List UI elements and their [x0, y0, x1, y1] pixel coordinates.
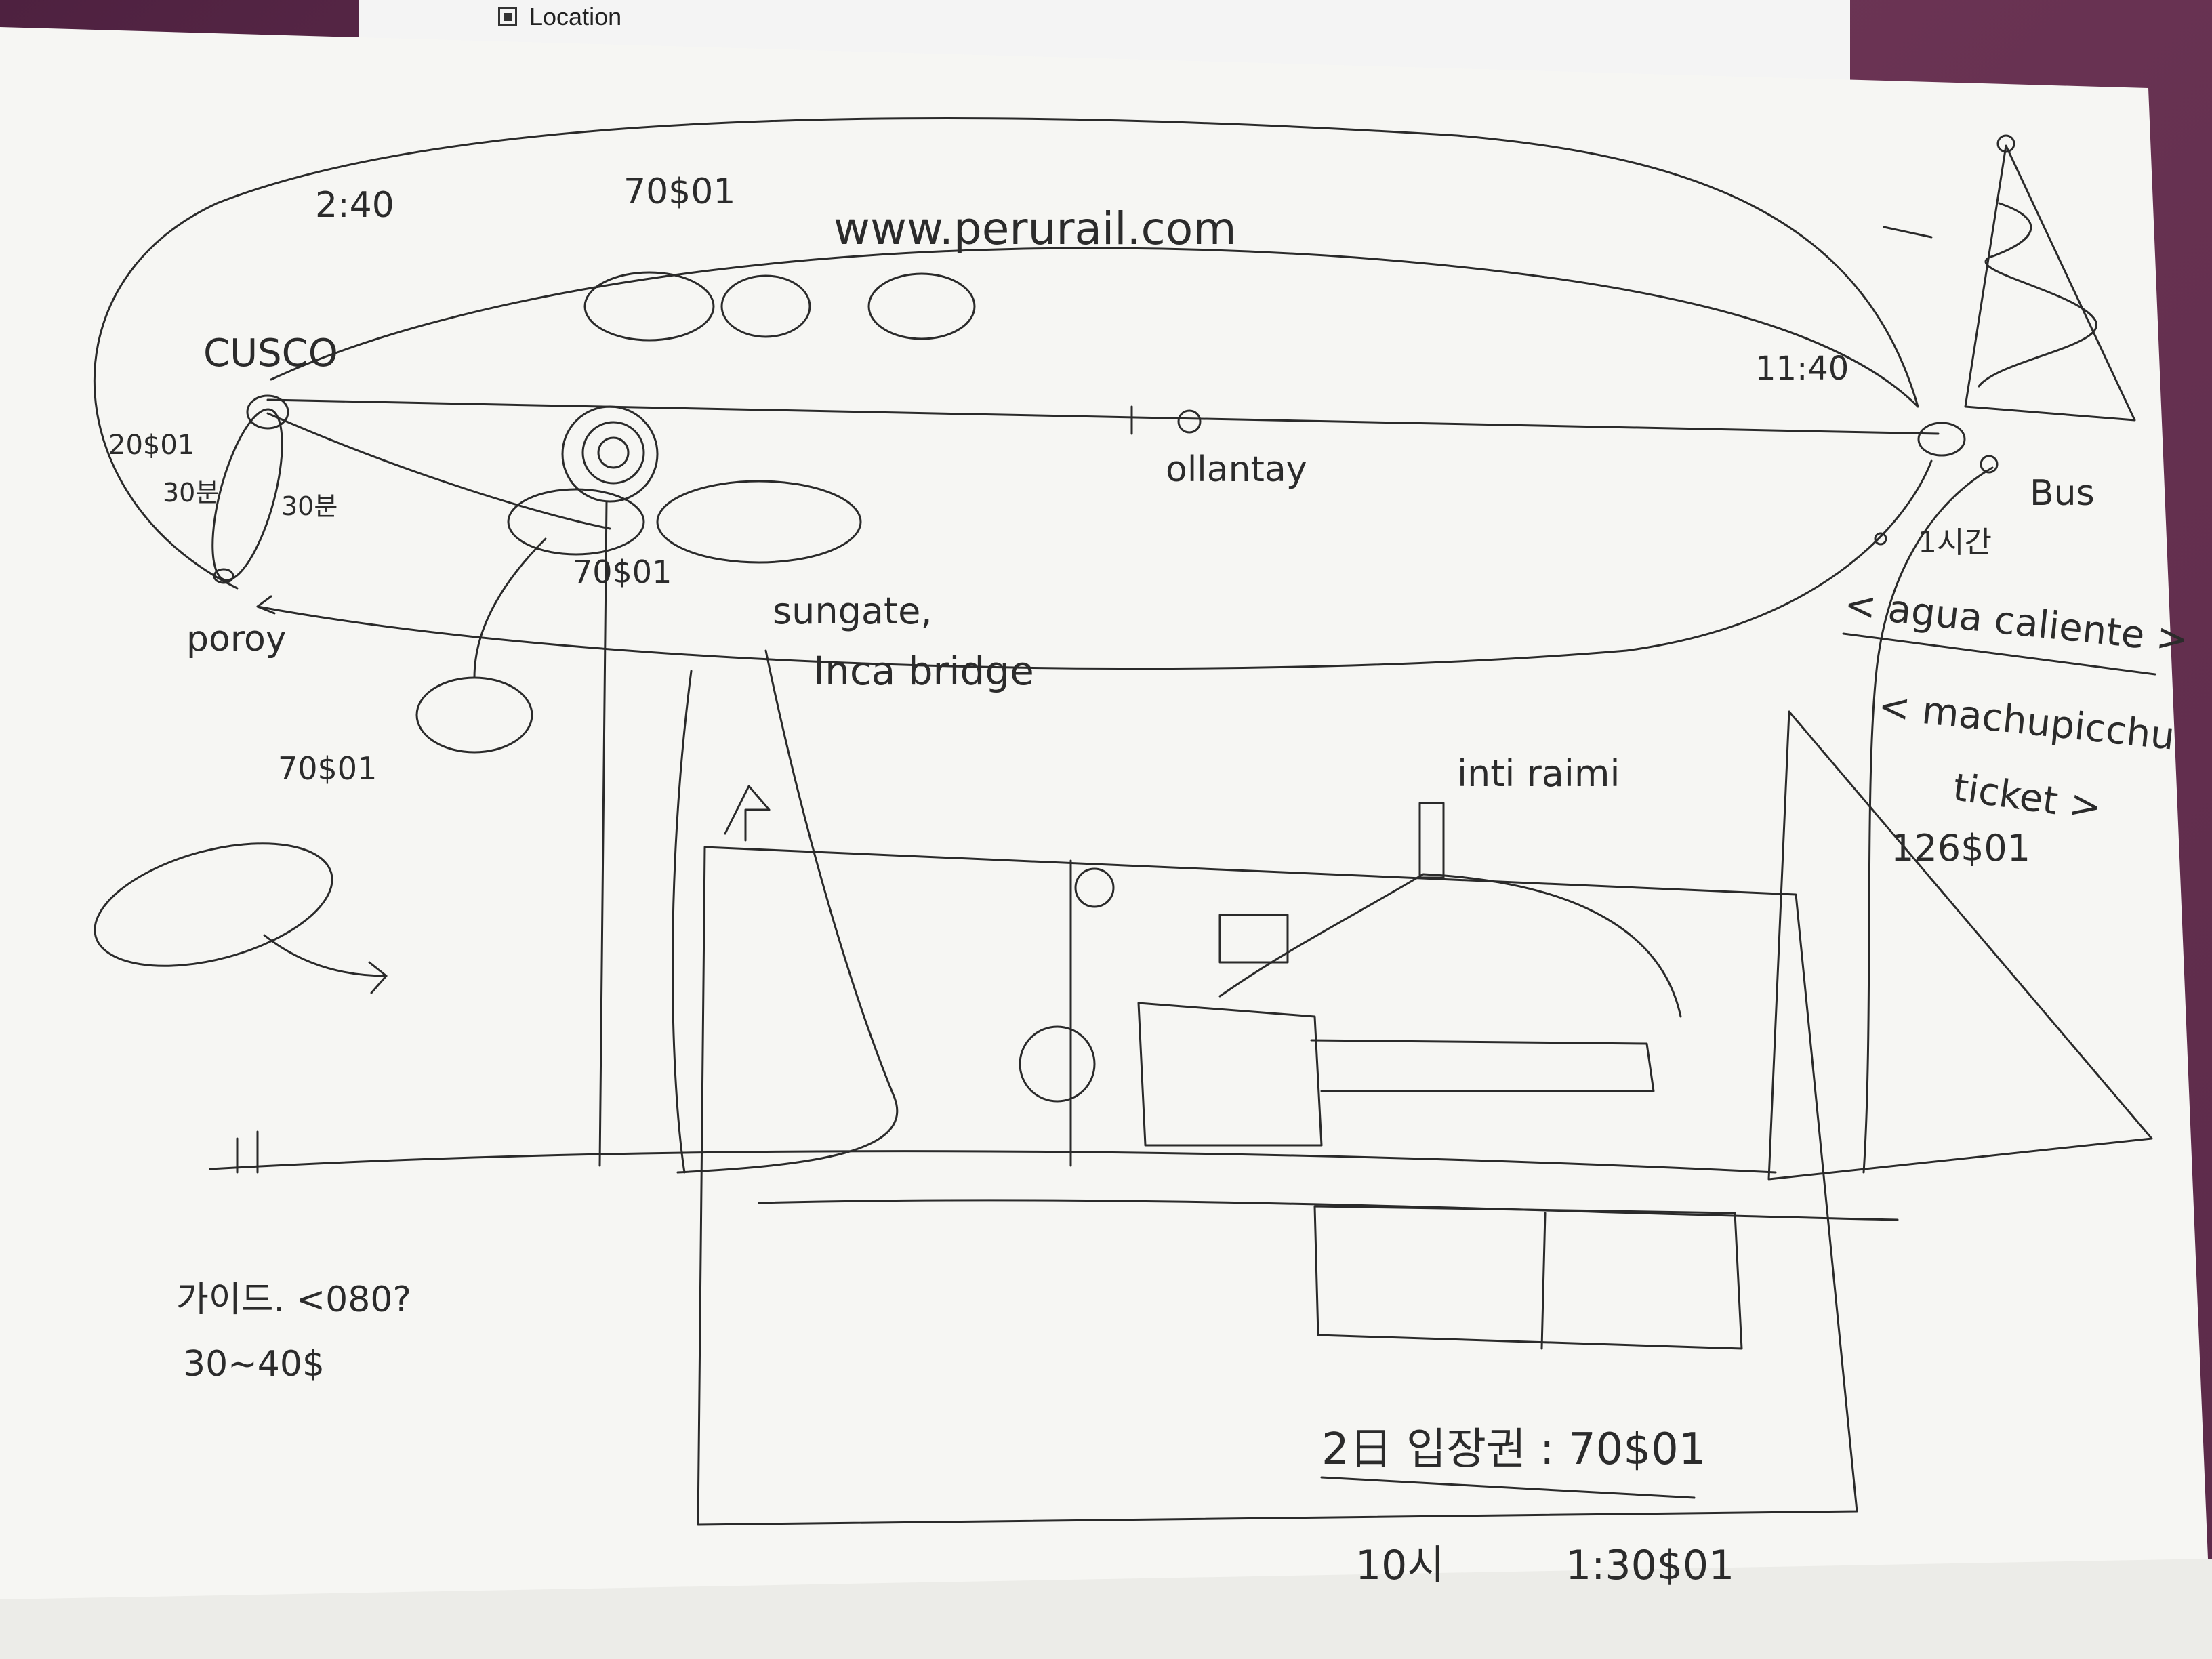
- cusco-label: CUSCO: [203, 331, 338, 375]
- checkbox-icon[interactable]: [498, 7, 517, 26]
- machupicchu-triangle: [1767, 710, 2153, 1181]
- left-vertical-line: [598, 500, 608, 1167]
- diagonal-guide-1: [676, 649, 899, 1174]
- right-time: 11:40: [1755, 350, 1849, 388]
- poroy-label: poroy: [186, 619, 287, 659]
- horizontal-line-1: [209, 1150, 1777, 1174]
- swirl-ring-1: [561, 405, 659, 503]
- price-middle-left: 70$01: [573, 554, 672, 590]
- mountain-peak: [1996, 134, 2015, 153]
- inca-bridge-label: Inca bridge: [813, 648, 1034, 694]
- note-ellipse-1: [583, 271, 715, 342]
- inti-raimi-label: inti raimi: [1457, 752, 1620, 795]
- location-field: Location: [498, 0, 621, 34]
- ollantay-node: [1177, 409, 1202, 434]
- note-ellipse-2: [720, 274, 811, 338]
- note-ellipse-5: [656, 480, 862, 564]
- aguas-station-node: [1917, 422, 1966, 457]
- note-ellipse-7: [94, 842, 333, 967]
- route-return-arc: [256, 459, 1933, 670]
- cusco-poroy-loop: [211, 408, 283, 581]
- bus-time: 1시간: [1918, 525, 1992, 560]
- note-ellipse-3: [867, 272, 976, 340]
- note-arrow-head: [368, 961, 388, 994]
- horizontal-line-2: [758, 1199, 1899, 1221]
- cusco-poroy-time-left: 30분: [163, 478, 219, 508]
- route-loop-top: [93, 117, 1919, 590]
- sungate-arrow: [724, 785, 771, 842]
- route-cusco-to-middle: [266, 412, 611, 530]
- poroy-node: [213, 568, 234, 584]
- bus-route: [1862, 466, 1994, 1174]
- note-ellipse-4: [507, 488, 645, 556]
- round-structure: [1019, 1025, 1096, 1103]
- price-bottom-right: 1:30$01: [1565, 1542, 1734, 1589]
- price-top-middle: 70$01: [623, 171, 735, 212]
- guide-note-line1: 가이드. <080?: [176, 1279, 411, 1320]
- inner-rect-divider: [1540, 1212, 1547, 1350]
- price-bottom-left: 70$01: [278, 750, 377, 787]
- caption-underline: [1320, 1476, 1696, 1499]
- route-cusco-to-station: [266, 398, 1940, 435]
- left-loop-time: 2:40: [315, 185, 394, 226]
- bus-node: [1980, 455, 1999, 474]
- inti-raimi-path: [1218, 873, 1682, 1018]
- inner-rect-1: [1137, 1002, 1323, 1147]
- bus-stop-node: [1874, 532, 1887, 546]
- line-to-small-note: [473, 537, 547, 679]
- cusco-node: [246, 394, 289, 430]
- bus-label: Bus: [2030, 473, 2095, 514]
- inner-rect-4: [1313, 1205, 1743, 1350]
- note-arrow: [263, 934, 388, 977]
- paper-sheet: [0, 27, 2212, 1659]
- mountain-zigzag: [1978, 202, 2097, 388]
- return-arrowhead: [256, 595, 276, 615]
- route-upper-arc: [270, 247, 1919, 408]
- location-label: Location: [529, 3, 622, 30]
- ollantay-label: ollantay: [1166, 449, 1307, 490]
- paper-shadow: [0, 1559, 2212, 1659]
- swirl-ring-3: [597, 436, 630, 469]
- website-text: www.perurail.com: [834, 203, 1237, 255]
- mountain-triangle: [1964, 144, 2136, 422]
- agua-caliente-underline: [1842, 632, 2156, 676]
- cusco-poroy-time-right: 30분: [281, 491, 337, 521]
- bottom-caption: 2日 입장권 : 70$01: [1322, 1425, 1706, 1475]
- price-cusco-left: 20$01: [108, 430, 194, 461]
- price-right-ticket: 126$01: [1891, 827, 2030, 869]
- sungate-label: sungate,: [773, 590, 933, 632]
- diagonal-guide-2: [672, 670, 693, 1174]
- inner-rect-3: [1310, 1039, 1655, 1092]
- inner-rect-2: [1218, 914, 1289, 964]
- time-bottom: 10시: [1355, 1542, 1445, 1589]
- inti-raimi-tower: [1418, 802, 1445, 879]
- site-outline: [697, 846, 1858, 1526]
- guide-note-line2: 30~40$: [183, 1344, 325, 1385]
- swirl-ring-2: [581, 421, 645, 485]
- mountain-pointer: [1883, 226, 1933, 239]
- round-structure-top: [1074, 867, 1115, 908]
